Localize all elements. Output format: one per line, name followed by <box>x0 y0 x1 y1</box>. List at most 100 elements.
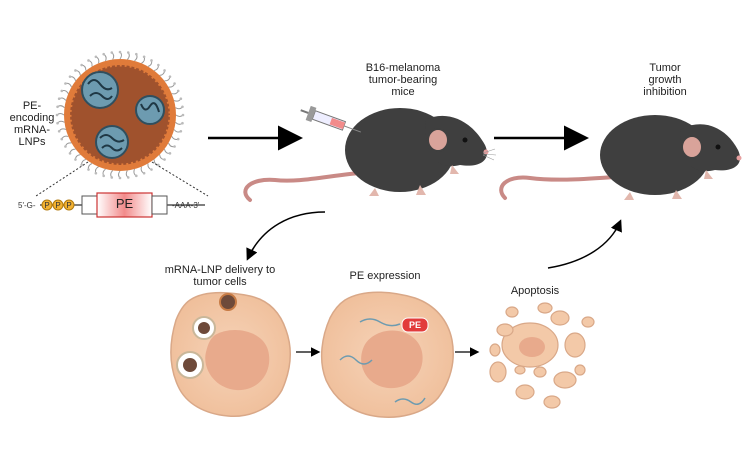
cap-phosphate <box>52 199 64 211</box>
apoptotic-fragment <box>496 323 514 337</box>
pe-gene-text: PE <box>115 196 134 211</box>
lipid-head <box>163 158 166 161</box>
lipid-head <box>80 163 83 167</box>
lnp-particle <box>219 293 237 311</box>
lipid-head <box>57 97 61 100</box>
lipid-head <box>126 176 130 179</box>
lipid-head <box>168 75 172 78</box>
lipid-head <box>87 59 90 62</box>
mrna-strand <box>339 355 373 365</box>
utr-box <box>151 195 168 215</box>
cap-phosphate <box>41 199 53 211</box>
mouse-eye <box>462 137 468 143</box>
lipid-head <box>176 137 180 141</box>
lipid-head <box>142 171 146 175</box>
apoptotic-fragment <box>550 310 570 326</box>
lipid-head <box>176 89 180 93</box>
label-apoptosis: Apoptosis <box>490 285 580 297</box>
syringe-icon <box>300 105 362 133</box>
pe-tag-text: PE <box>408 320 421 330</box>
label-expression-text: PE expression <box>349 270 421 282</box>
lipid-head <box>181 121 184 125</box>
lipid-head <box>118 50 122 54</box>
lipid-head <box>56 105 59 109</box>
cell-nucleus <box>361 330 423 389</box>
lipid-head <box>126 51 130 54</box>
label-inhibition: Tumor growth inhibition <box>620 62 710 98</box>
apoptotic-fragment <box>514 365 526 375</box>
lipid-head <box>57 130 61 133</box>
apoptotic-fragment <box>489 361 507 383</box>
lipid-head <box>173 82 176 85</box>
apoptotic-bodies <box>489 302 595 409</box>
label-pe-tag: PE <box>402 319 428 331</box>
mouse-eye <box>715 144 721 150</box>
label-mice-text: B16-melanoma tumor-bearing mice <box>365 62 441 98</box>
label-mice: B16-melanoma tumor-bearing mice <box>348 62 458 98</box>
lipid-head <box>102 174 105 178</box>
apoptotic-fragment <box>564 332 586 358</box>
endosome <box>176 351 204 379</box>
label-cap-1: P <box>42 201 52 210</box>
mouse-treated <box>243 108 497 202</box>
lipid-head <box>74 69 77 72</box>
cap-text: P <box>44 201 50 210</box>
mrna-strand <box>359 318 401 327</box>
lipid-head <box>173 145 176 148</box>
cap-phosphate <box>63 199 75 211</box>
lipid-head <box>87 168 90 171</box>
lipid-head <box>181 105 184 109</box>
lipid-head <box>157 163 160 167</box>
utr-box <box>81 195 98 215</box>
lipid-head <box>135 174 138 178</box>
lipid-head <box>80 63 83 67</box>
label-lnp-text: PE- encoding mRNA- LNPs <box>9 100 55 148</box>
apoptotic-fragment <box>581 316 595 328</box>
three-prime-text: -AAA-3' <box>172 201 200 210</box>
mouse-ear <box>681 135 703 159</box>
lipid-head <box>74 158 77 161</box>
lipid-head <box>135 52 138 56</box>
lipid-head <box>68 75 72 78</box>
mrna-cluster <box>81 71 119 109</box>
lipid-head <box>64 145 67 148</box>
lipid-head <box>56 121 59 125</box>
lipid-head <box>64 82 67 85</box>
lipid-head <box>142 55 146 59</box>
pe-protein-tag <box>401 317 429 333</box>
endosome <box>192 316 216 340</box>
lipid-head <box>60 137 64 141</box>
apoptotic-fragment <box>515 384 535 400</box>
label-cap-3: P <box>64 201 74 210</box>
apoptotic-fragment <box>574 364 586 376</box>
apoptotic-fragment <box>533 366 547 378</box>
label-pe-gene: PE <box>97 196 152 211</box>
lipid-head <box>110 176 114 179</box>
lipid-head <box>163 69 166 72</box>
apoptotic-fragment <box>553 371 577 389</box>
mouse-tail <box>499 173 642 200</box>
label-cap-2: P <box>53 201 63 210</box>
lipid-nanoparticle <box>55 50 185 180</box>
lipid-head <box>150 168 153 171</box>
mouse-tail <box>243 170 372 202</box>
five-prime-text: 5'-G- <box>18 201 36 210</box>
label-five-prime: 5'-G- <box>18 201 36 210</box>
apoptotic-fragment <box>505 306 519 318</box>
lipid-head <box>94 171 98 175</box>
mouse-inhibited <box>499 115 742 200</box>
lipid-head <box>150 59 153 62</box>
lipid-head <box>102 52 105 56</box>
lipid-head <box>110 51 114 54</box>
label-delivery-text: mRNA-LNP delivery to tumor cells <box>164 264 276 288</box>
lipid-head <box>55 113 59 117</box>
lipid-tails <box>55 50 185 180</box>
lipid-head <box>181 113 185 117</box>
arrow-to-inhibition <box>547 219 622 269</box>
mrna-strand <box>394 397 426 405</box>
label-lnp: PE- encoding mRNA- LNPs <box>6 100 58 148</box>
cell-nucleus <box>205 330 270 391</box>
cap-text: P <box>55 201 61 210</box>
